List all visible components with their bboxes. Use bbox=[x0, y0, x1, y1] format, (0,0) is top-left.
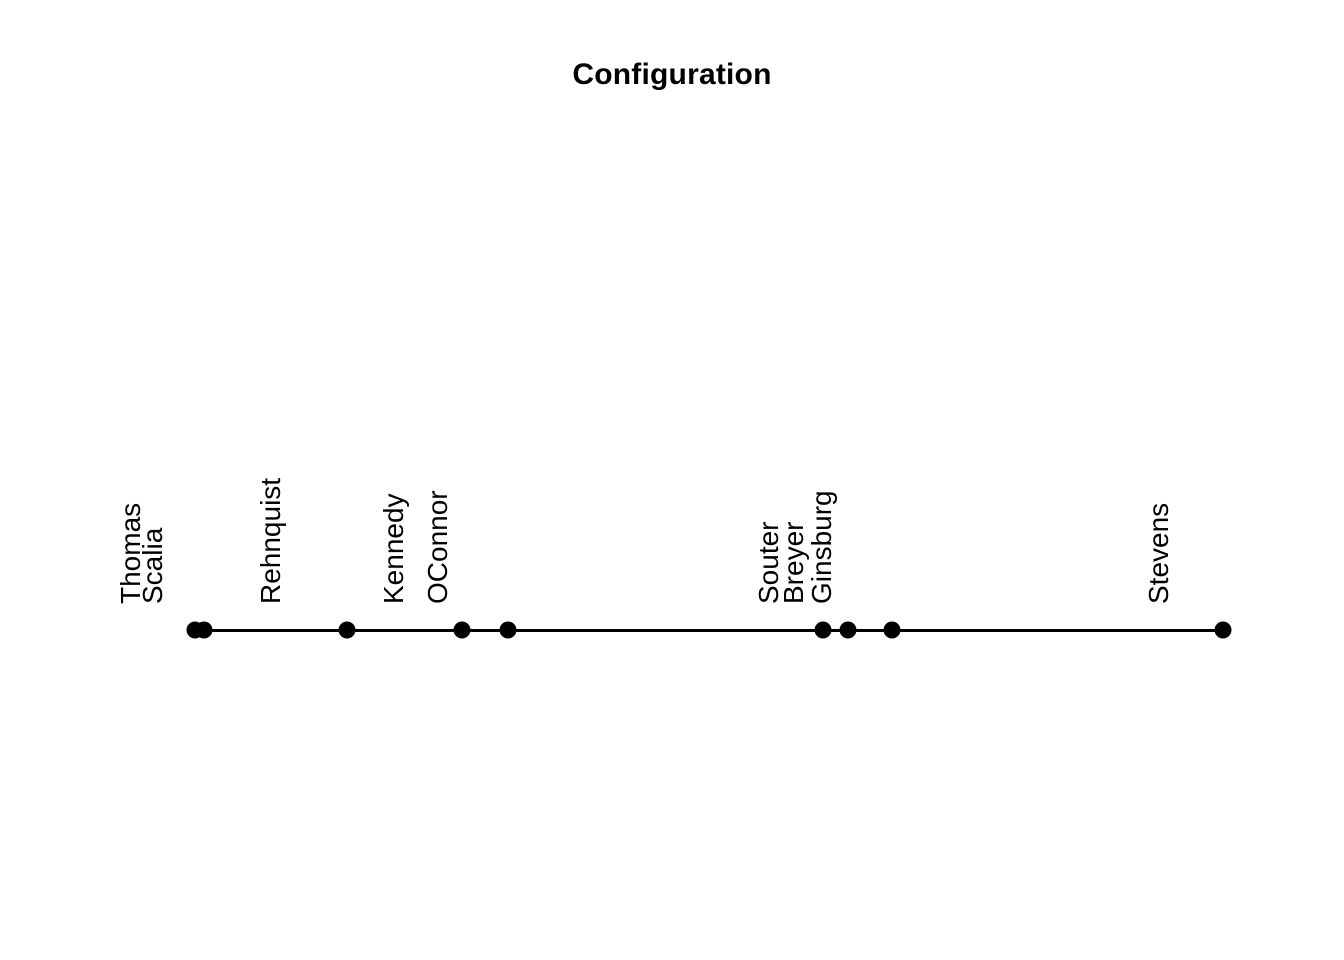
page-title: Configuration bbox=[572, 58, 772, 91]
config-point-label: Rehnquist bbox=[254, 477, 286, 604]
config-point-label: Kennedy bbox=[377, 493, 409, 604]
config-point-label: OConnor bbox=[422, 490, 454, 604]
config-point bbox=[1214, 621, 1232, 639]
configuration-axis-line bbox=[195, 628, 1223, 632]
config-point bbox=[195, 621, 213, 639]
config-point bbox=[814, 621, 832, 639]
config-point-label: Scalia bbox=[136, 527, 168, 604]
config-point bbox=[338, 621, 356, 639]
config-point-label: Breyer bbox=[777, 521, 809, 604]
config-point bbox=[839, 621, 857, 639]
config-point bbox=[499, 621, 517, 639]
config-point-label: Ginsburg bbox=[806, 490, 838, 604]
config-point-label: Stevens bbox=[1143, 502, 1175, 604]
config-point bbox=[883, 621, 901, 639]
config-point bbox=[453, 621, 471, 639]
